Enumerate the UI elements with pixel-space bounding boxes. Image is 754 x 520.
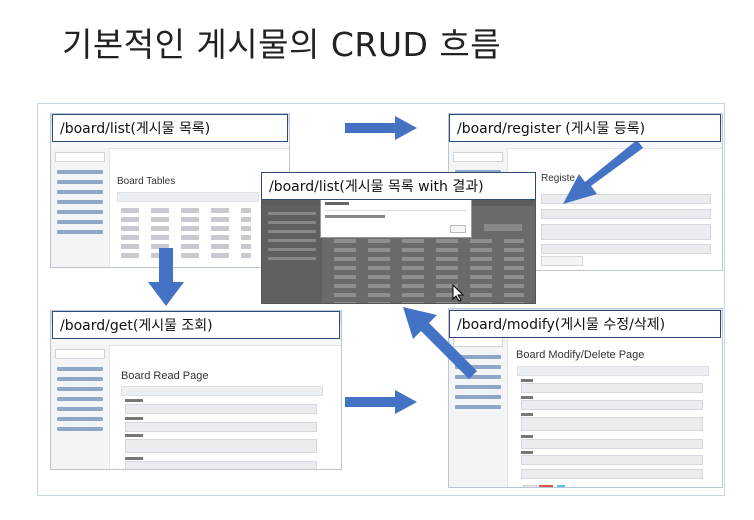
label-board-register: /board/register (게시물 등록) <box>449 114 721 142</box>
page-title: Board Modify/Delete Page <box>516 349 645 361</box>
sidebar <box>51 345 110 469</box>
arrow-modify-to-list-result <box>403 307 477 379</box>
mouse-cursor-icon <box>452 284 465 302</box>
diagram-frame <box>37 103 725 496</box>
panel-heading <box>117 192 259 202</box>
panel-heading <box>517 366 709 376</box>
panel-heading <box>121 386 323 396</box>
page-title: Board Tables <box>117 176 176 187</box>
sidebar <box>51 148 110 267</box>
label-board-get: /board/get(게시물 조회) <box>52 311 340 339</box>
label-board-modify: /board/modify(게시물 수정/삭제) <box>449 310 721 338</box>
arrow-list-to-register <box>345 116 417 140</box>
modify-button <box>523 485 537 487</box>
list-button <box>557 485 565 487</box>
page-title: Registe <box>541 173 575 184</box>
arrow-list-to-get <box>148 248 184 306</box>
screenshot-modify: Board Modify/Delete Page <box>448 308 723 488</box>
slide-title: 기본적인 게시물의 CRUD 흐름 <box>62 25 502 64</box>
arrow-get-to-modify <box>345 390 417 414</box>
label-board-list-result: /board/list(게시물 목록 with 결과) <box>261 172 536 200</box>
remove-button <box>539 485 553 487</box>
arrow-register-to-list-result <box>563 140 643 204</box>
result-modal <box>320 198 472 238</box>
page-title: Board Read Page <box>121 370 209 382</box>
label-board-list: /board/list(게시물 목록) <box>52 114 288 142</box>
register-new-button <box>484 224 522 231</box>
